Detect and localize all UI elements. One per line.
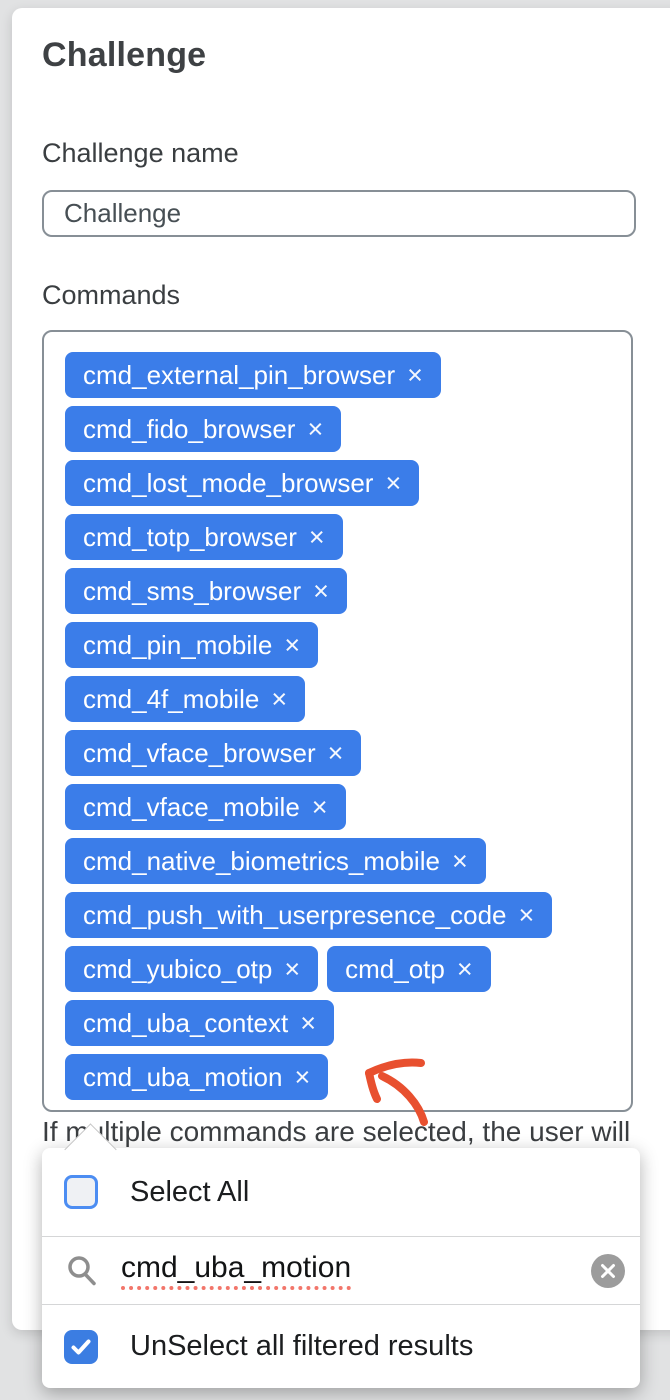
command-tag-row: cmd_yubico_otp × cmd_otp × <box>65 946 613 992</box>
remove-tag-icon[interactable]: × <box>313 575 329 606</box>
command-tag-label: cmd_uba_context <box>83 1007 289 1038</box>
command-tag[interactable]: cmd_otp × <box>327 946 491 992</box>
divider <box>42 1236 640 1237</box>
command-tag-label: cmd_totp_browser <box>83 521 297 552</box>
command-tag-label: cmd_otp <box>345 953 445 984</box>
command-tag[interactable]: cmd_lost_mode_browser × <box>65 460 420 506</box>
check-icon <box>71 1339 91 1354</box>
command-tag-label: cmd_uba_motion <box>83 1061 283 1092</box>
remove-tag-icon[interactable]: × <box>518 899 535 930</box>
unselect-filtered-checkbox[interactable] <box>64 1329 98 1364</box>
command-tag[interactable]: cmd_4f_mobile × <box>65 676 306 722</box>
select-all-row[interactable]: Select All <box>42 1148 640 1236</box>
clear-search-button[interactable] <box>591 1253 625 1288</box>
command-tag-label: cmd_vface_browser <box>83 737 316 768</box>
search-row[interactable]: cmd_uba_motion <box>42 1237 640 1304</box>
command-tag[interactable]: cmd_uba_motion × <box>65 1054 329 1100</box>
remove-tag-icon[interactable]: × <box>451 845 468 876</box>
command-tag[interactable]: cmd_push_with_userpresence_code × <box>65 892 553 938</box>
challenge-name-input[interactable] <box>42 190 636 237</box>
remove-tag-icon[interactable]: × <box>407 359 423 390</box>
command-tag-label: cmd_native_biometrics_mobile <box>83 845 440 876</box>
remove-tag-icon[interactable]: × <box>294 1061 311 1092</box>
command-tag-row: cmd_push_with_userpresence_code × <box>65 892 613 938</box>
command-tag-label: cmd_vface_mobile <box>83 791 300 822</box>
remove-tag-icon[interactable]: × <box>311 791 328 822</box>
command-tag-row: cmd_vface_mobile × <box>65 784 613 830</box>
remove-tag-icon[interactable]: × <box>307 413 324 444</box>
command-tag-row: cmd_native_biometrics_mobile × <box>65 838 613 884</box>
remove-tag-icon[interactable]: × <box>284 629 301 660</box>
remove-tag-icon[interactable]: × <box>300 1007 317 1038</box>
command-tag[interactable]: cmd_totp_browser × <box>65 514 343 560</box>
unselect-filtered-label: UnSelect all filtered results <box>130 1330 474 1362</box>
command-tag-label: cmd_pin_mobile <box>83 629 273 660</box>
remove-tag-icon[interactable]: × <box>308 521 325 552</box>
command-tag-row: cmd_pin_mobile × <box>65 622 613 668</box>
commands-label: Commands <box>42 280 181 310</box>
challenge-form-card: Challenge Challenge name Commands cmd_ex… <box>12 8 670 1330</box>
command-search-input[interactable]: cmd_uba_motion <box>121 1251 352 1290</box>
command-tag-label: cmd_4f_mobile <box>83 683 260 714</box>
commands-multiselect-box[interactable]: cmd_external_pin_browser×cmd_fido_browse… <box>42 330 633 1112</box>
command-tag-row: cmd_lost_mode_browser × <box>65 460 613 506</box>
challenge-name-label: Challenge name <box>42 138 239 168</box>
commands-help-text: If multiple commands are selected, the u… <box>42 1116 631 1147</box>
close-icon <box>601 1263 615 1278</box>
remove-tag-icon[interactable]: × <box>456 953 473 984</box>
search-icon <box>66 1255 98 1287</box>
command-tag[interactable]: cmd_native_biometrics_mobile × <box>65 838 486 884</box>
unselect-filtered-row[interactable]: UnSelect all filtered results <box>42 1305 640 1388</box>
command-tag-label: cmd_fido_browser <box>83 413 296 444</box>
command-tag-label: cmd_yubico_otp <box>83 953 273 984</box>
select-all-checkbox[interactable] <box>64 1175 98 1209</box>
remove-tag-icon[interactable]: × <box>271 683 288 714</box>
select-all-label: Select All <box>130 1175 250 1208</box>
command-tag-row: cmd_uba_motion × <box>65 1054 613 1100</box>
remove-tag-icon[interactable]: × <box>284 953 301 984</box>
divider <box>42 1304 640 1305</box>
command-tag-label: cmd_push_with_userpresence_code <box>83 899 507 930</box>
command-tag[interactable]: cmd_uba_context × <box>65 1000 335 1046</box>
command-tag[interactable]: cmd_yubico_otp × <box>65 946 319 992</box>
command-tags: cmd_external_pin_browser×cmd_fido_browse… <box>65 352 613 1100</box>
command-tag[interactable]: cmd_vface_browser × <box>65 730 362 776</box>
command-tag-label: cmd_sms_browser <box>83 575 302 606</box>
remove-tag-icon[interactable]: × <box>385 467 402 498</box>
command-tag[interactable]: cmd_fido_browser × <box>65 406 342 452</box>
command-tag[interactable]: cmd_pin_mobile × <box>65 622 319 668</box>
command-tag-row: cmd_vface_browser × <box>65 730 613 776</box>
command-tag-row: cmd_fido_browser × <box>65 406 613 452</box>
command-tag[interactable]: cmd_sms_browser × <box>65 568 347 614</box>
command-tag-row: cmd_sms_browser × <box>65 568 613 614</box>
command-tag-label: cmd_lost_mode_browser <box>83 467 374 498</box>
command-tag[interactable]: cmd_external_pin_browser × <box>65 352 441 398</box>
command-tag-row: cmd_external_pin_browser × <box>65 352 613 398</box>
commands-filter-dropdown: Select All cmd_uba_motion <box>42 1123 640 1388</box>
page-title: Challenge <box>42 36 207 74</box>
command-tag-row: cmd_uba_context × <box>65 1000 613 1046</box>
command-tag-row: cmd_totp_browser × <box>65 514 613 560</box>
remove-tag-icon[interactable]: × <box>327 737 344 768</box>
command-tag-row: cmd_4f_mobile × <box>65 676 613 722</box>
command-tag[interactable]: cmd_vface_mobile × <box>65 784 346 830</box>
command-tag-label: cmd_external_pin_browser <box>83 359 396 390</box>
